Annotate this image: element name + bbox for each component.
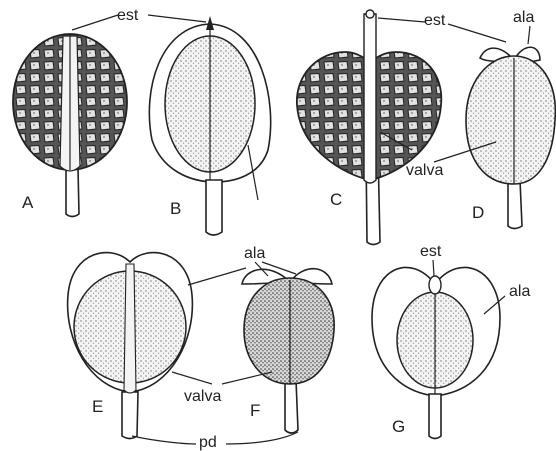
label-valva-lower: valva	[184, 388, 221, 405]
label-ala-top: ala	[513, 9, 534, 26]
fruit-E	[68, 253, 193, 439]
panel-label-C: C	[330, 190, 342, 209]
fruit-B-style	[206, 16, 214, 30]
fruit-A	[13, 34, 127, 217]
panel-label-G: G	[392, 417, 405, 436]
fruit-B	[149, 16, 270, 235]
fruit-A-stalk	[66, 168, 79, 217]
fruit-D-body	[466, 56, 555, 184]
panel-label-B: B	[170, 199, 181, 218]
fruit-C-style-tip	[366, 10, 374, 18]
fruit-G	[372, 267, 500, 438]
label-est-lower: est	[420, 243, 442, 260]
fruit-B-stalk	[206, 180, 222, 235]
label-pd: pd	[199, 434, 217, 451]
panel-label-D: D	[472, 203, 484, 222]
panel-label-E: E	[92, 397, 103, 416]
fruit-G-style	[429, 276, 441, 294]
panel-label-A: A	[22, 193, 34, 212]
fruit-D-stalk	[508, 180, 522, 229]
fruit-F-body	[244, 278, 334, 384]
fruit-C-septum-band	[364, 14, 376, 183]
fruit-E-stalk	[122, 392, 138, 439]
panel-label-F: F	[250, 401, 260, 420]
label-valva-right: valva	[406, 162, 443, 179]
label-ala-lower: ala	[509, 283, 530, 300]
fruit-C	[297, 10, 441, 245]
fruit-E-suture	[124, 264, 136, 393]
label-est-right: est	[424, 12, 446, 29]
fruit-F-stalk	[285, 380, 298, 433]
fruit-G-stalk	[429, 394, 441, 439]
fruit-D	[466, 47, 555, 228]
label-est-top: est	[117, 7, 139, 24]
label-ala-middle: ala	[244, 245, 265, 262]
